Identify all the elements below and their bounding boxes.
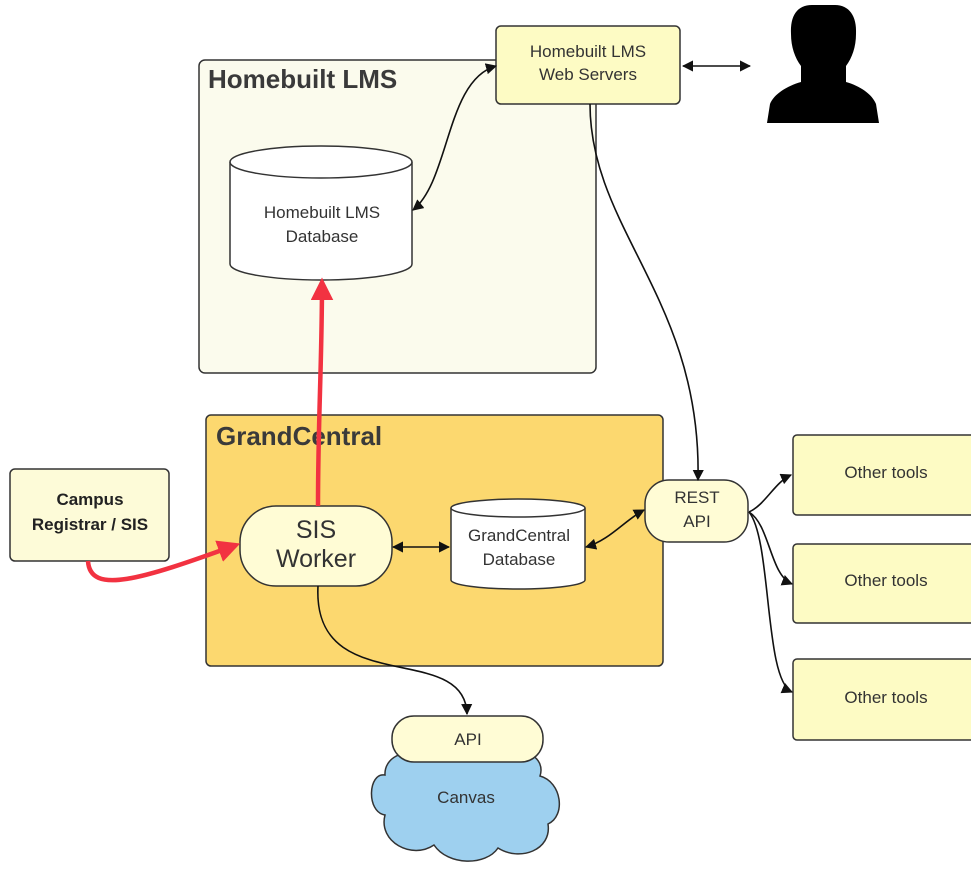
other-tools-node: Other tools <box>792 434 971 516</box>
lms-web-servers-line2: Web Servers <box>539 65 637 84</box>
sis-worker-canvas-api-connector <box>317 585 473 716</box>
rest-api-line1: REST <box>674 488 719 507</box>
campus-registrar-line2: Registrar / SIS <box>32 515 148 534</box>
grandcentral-database-rest-api-connector <box>584 509 645 550</box>
grandcentral-database-node: GrandCentral Database <box>450 498 586 590</box>
canvas-api-node: API <box>391 715 544 763</box>
web-servers-lms-database-connector <box>412 63 498 211</box>
lms-database-line1: Homebuilt LMS <box>264 203 380 222</box>
sis-sync-arrows <box>85 277 334 583</box>
lms-database-node: Homebuilt LMS Database <box>229 145 413 281</box>
other-tools-label: Other tools <box>844 571 927 590</box>
sis-worker-line2: Worker <box>276 545 356 573</box>
user-silhouette-icon <box>767 5 879 123</box>
grandcentral-title: GrandCentral <box>216 421 382 451</box>
other-tools-node: Other tools <box>792 543 971 624</box>
rest-api-other-tools-connector-1 <box>748 473 793 513</box>
other-tools-label: Other tools <box>844 463 927 482</box>
sis-worker-line1: SIS <box>296 516 336 544</box>
canvas-label: Canvas <box>437 788 495 807</box>
lms-web-servers-line1: Homebuilt LMS <box>530 42 646 61</box>
other-tools-label: Other tools <box>844 688 927 707</box>
other-tools-node: Other tools <box>792 658 971 741</box>
grandcentral-database-line2: Database <box>483 550 556 569</box>
canvas-cloud-node: Canvas <box>370 745 561 862</box>
connectors <box>317 60 794 716</box>
homebuilt-lms-title: Homebuilt LMS <box>208 64 397 94</box>
rest-api-other-tools-connector-3 <box>748 511 794 694</box>
rest-api-line2: API <box>683 512 710 531</box>
web-servers-rest-api-connector <box>589 103 704 482</box>
sis-worker-to-lms-database-arrow <box>310 277 334 507</box>
rest-api-node: REST API <box>644 479 749 543</box>
rest-api-other-tools-connector-2 <box>748 511 794 586</box>
registrar-to-sis-worker-arrow <box>85 540 241 583</box>
lms-web-servers-node: Homebuilt LMS Web Servers <box>495 25 681 105</box>
campus-registrar-line1: Campus <box>56 490 123 509</box>
grandcentral-database-line1: GrandCentral <box>468 526 570 545</box>
campus-registrar-node: Campus Registrar / SIS <box>9 468 170 562</box>
lms-database-line2: Database <box>286 227 359 246</box>
sis-worker-node: SIS Worker <box>239 505 393 587</box>
canvas-api-label: API <box>454 730 481 749</box>
